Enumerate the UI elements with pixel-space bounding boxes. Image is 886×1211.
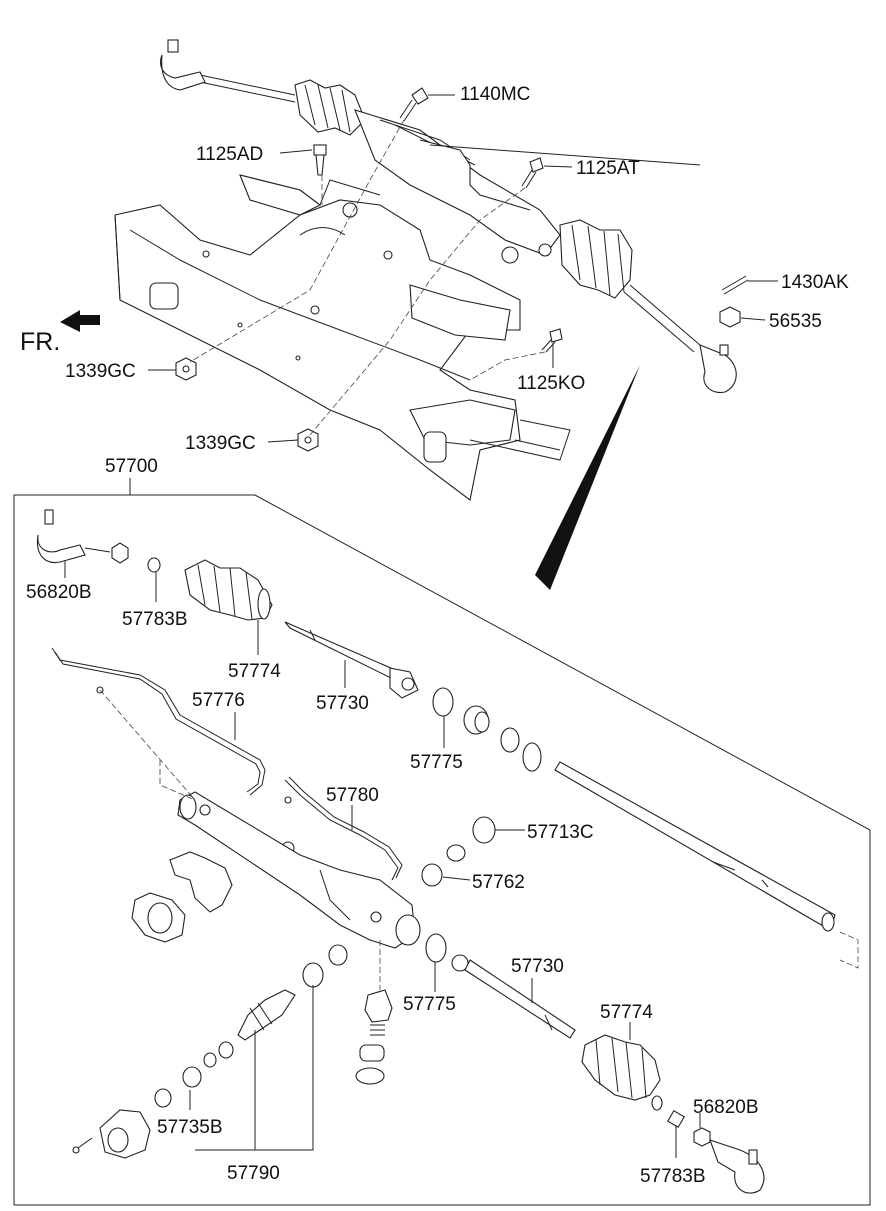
label-57713C: 57713C [527,822,594,843]
label-1125AT: 1125AT [576,158,640,179]
label-57762: 57762 [472,872,525,893]
front-label: FR. [20,328,60,356]
label-57775-lower: 57775 [403,994,456,1015]
upper-fasteners [175,87,749,452]
label-57730-upper: 57730 [316,693,369,714]
label-57735B: 57735B [157,1117,223,1138]
lower-leader-lines [64,560,701,1158]
callout-labels: 1140MC 1125AD 1125AT 1430AK 56535 1339GC… [26,84,849,1187]
label-56820B-left: 56820B [26,582,92,603]
assembly-box-57700 [13,478,871,1206]
label-1430AK: 1430AK [781,272,849,293]
label-1125AD: 1125AD [196,144,263,165]
label-57730-lower: 57730 [511,956,564,977]
label-57790: 57790 [227,1163,280,1184]
label-56535: 56535 [769,311,822,332]
upper-dashed-guides [189,119,546,436]
label-57774-lower: 57774 [600,1002,653,1023]
upper-steering-gear [159,39,737,394]
label-57780: 57780 [326,785,379,806]
label-56820B-right: 56820B [693,1097,759,1118]
label-1339GC-lower: 1339GC [185,433,256,454]
label-57775-upper: 57775 [410,752,463,773]
view-wedge [535,365,640,590]
label-57776: 57776 [192,690,245,711]
label-57783B-left: 57783B [122,609,188,630]
front-direction-arrow: FR. [20,310,100,356]
label-57783B-right: 57783B [640,1166,706,1187]
label-1125KO: 1125KO [517,373,585,394]
label-57700: 57700 [105,456,158,477]
label-1339GC-upper: 1339GC [65,361,136,382]
box-parts [36,509,859,1194]
label-57774-upper: 57774 [228,661,281,682]
upper-leader-lines [148,94,778,443]
upper-subframe [114,174,571,501]
label-1140MC: 1140MC [460,84,530,105]
